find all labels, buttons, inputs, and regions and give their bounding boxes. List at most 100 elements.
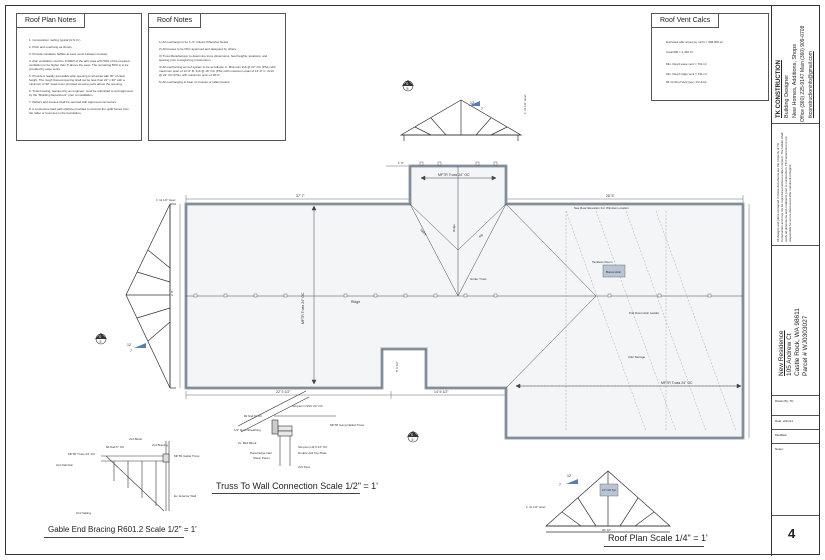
truss-span-label: 30' 10" — [602, 528, 611, 532]
ridge-upper-label: Ridge — [452, 224, 456, 232]
disclaimer-cell: All designs and plans contained in these… — [772, 124, 819, 246]
roof-vent — [223, 293, 228, 298]
section-marker-bottom: S 5 — [407, 431, 419, 443]
notes-cell: Notes: — [772, 444, 819, 516]
list-item: 96 in² Roof Vent (ea.) 13 Units — [666, 80, 707, 84]
list-item: 4. Attic ventilation must be 1/300th of … — [29, 59, 130, 71]
gable-label: Ex. Exterior Wall — [174, 494, 196, 498]
trusses-left-label: MFTR Truss 24" OC — [301, 292, 305, 324]
roof-vent — [437, 161, 442, 166]
gable-label: MFTR Gable Truss — [174, 454, 200, 458]
roof-vent — [343, 293, 348, 298]
list-item: Min. Req'd eave vent = 731 in² — [666, 62, 707, 66]
gable-label: 2x4 Bracing — [152, 443, 168, 447]
roof-plan-notes-title: Roof Plan Notes — [16, 13, 85, 28]
dim-bottom-left: 22' 3 1/2" — [276, 390, 291, 394]
connection-label: 2x6 Stud — [298, 465, 310, 469]
bonus-attic-label: Bonus Attic — [606, 270, 622, 274]
roof-vent — [253, 293, 258, 298]
connection-label: Panel Edge Nail — [250, 451, 272, 455]
upper-truss-heel-label: 1' 11 1/2" Heel — [523, 94, 527, 114]
vent-calcs-list: Enclosed attic area (sq. inch) = 308,000… — [666, 40, 766, 87]
tankless-label: Tankless Room — [592, 260, 613, 264]
roof-plan-caption-underline — [604, 546, 704, 547]
date-cell: Date: 2/21/21 — [772, 416, 819, 430]
list-item: 4) All overframing at roof system to be … — [159, 65, 276, 77]
services-label: New Homes, Additions, Shops — [792, 44, 798, 118]
connection-label: Simpson H2.5 24" OC — [298, 445, 328, 449]
list-item: 3. Provide insulation baffles at eave ve… — [29, 52, 108, 56]
connection-label: 8d Nail 6" OC — [244, 414, 263, 418]
disclaimer-text: All designs and plans contained in these… — [776, 132, 792, 242]
section-marker-letter: S — [411, 433, 414, 437]
roof-outline — [184, 164, 745, 440]
list-item: Enclosed attic area (sq. inch) = 308,000… — [666, 40, 724, 44]
upper-truss-elevation — [399, 99, 523, 141]
project-address: 105 Andrew Ct — [786, 333, 793, 376]
project-cell: New Residence 105 Andrew Ct Castle Rock,… — [772, 246, 819, 396]
project-title: New Residence — [778, 330, 785, 376]
bottom-truss-elevation — [545, 470, 671, 533]
valley-label: Valley — [419, 228, 428, 237]
roof-vent — [419, 161, 424, 166]
truss-box-label: 12" O/H Typ. — [602, 488, 617, 492]
drawn-by-cell: Drawn By: TK — [772, 396, 819, 416]
pitch-run: 12 — [470, 101, 474, 105]
list-item: 5. Provide a readily accessible attic op… — [29, 74, 125, 86]
connection-label: Simpson LSSU 24" OC — [292, 404, 324, 408]
dim-top-mid: 1' 6" — [398, 161, 404, 165]
company-name: TK CONSTRUCTION — [776, 60, 782, 118]
roof-vent — [607, 293, 612, 298]
roof-plan-caption: Roof Plan Scale 1/4" = 1' — [608, 533, 708, 543]
roof-plan-notes-list: 1. Composition roofing typical (U.N.O.).… — [29, 38, 133, 118]
roof-vent-calcs-panel: Roof Vent Calcs Enclosed attic area (sq.… — [651, 13, 769, 101]
trusses-top-label: MFTR Truss 24" OC — [438, 173, 470, 177]
plan-dimensions — [179, 165, 750, 438]
girder-truss-label: Girder Truss — [470, 277, 487, 281]
section-marker-number: 5 — [412, 438, 414, 442]
pitch-rise: 7 — [559, 483, 561, 487]
roof-vent — [193, 293, 198, 298]
roof-plan-drawing: 1' 11 1/2" Heel S 5 S 5 S 5 12 7 — [56, 80, 750, 533]
pitch-run: 12 — [567, 474, 571, 478]
sheet-number: 4 — [788, 526, 796, 541]
project-parcel: Parcel # WJ0303027 — [802, 315, 809, 376]
dim-bottom-mid: 14' 5 1/2" — [434, 390, 449, 394]
connection-label: Double 2x6 Top Plate — [298, 451, 327, 455]
list-item: 5) All overhanging to bear on trusses or… — [159, 80, 231, 84]
list-item: Min. Req'd ridge vent = 731 in² — [666, 72, 707, 76]
left-truss-heel-label: 1' 11 1/2" Heel — [156, 198, 176, 202]
dim-left: 2' 8" — [170, 290, 174, 296]
roof-vent — [493, 161, 498, 166]
section-marker-left: S 5 — [95, 333, 107, 345]
roof-notes-title: Roof Notes — [148, 13, 202, 28]
truss-direction-arrows — [311, 175, 742, 389]
list-item: 2. Pitch and overhang as shown. — [29, 45, 73, 49]
roof-notes-list: 1) All overhangs to be 1'-3" Unless Othe… — [159, 40, 277, 87]
roof-vent — [283, 293, 288, 298]
project-city: Castle Rock, WA 98611 — [794, 308, 801, 376]
roof-vent — [493, 293, 498, 298]
section-marker-letter: S — [406, 82, 409, 86]
pitch-indicator-bottom: 12 7 — [559, 474, 578, 487]
modified-cell: Modified: — [772, 430, 819, 444]
list-item: 6. Truss bracing, stamped by an engineer… — [29, 89, 133, 97]
sheet-number-cell: 4 — [772, 516, 819, 556]
connection-label: 2x. Bird Block — [238, 441, 257, 445]
roof-plan-notes-panel: Roof Plan Notes 1. Composition roofing t… — [16, 13, 142, 141]
attic-ladder-label: Pull Down Attic Ladder — [629, 311, 659, 315]
truss-box — [599, 483, 619, 497]
section-marker-top: S 5 — [402, 80, 414, 92]
roof-vent — [463, 293, 468, 298]
gable-end-caption: Gable End Bracing R601.2 Scale 1/2" = 1' — [48, 525, 197, 534]
ridge-label: Ridge — [351, 300, 360, 304]
pitch-rise: 7 — [481, 107, 483, 111]
gable-label: 8d Nail 6" OC — [106, 445, 125, 449]
trusses-right-label: MFTR Truss 24" OC — [661, 381, 693, 385]
dim-top-right: 28' 5" — [606, 194, 615, 198]
truss-wall-caption: Truss To Wall Connection Scale 1/2" = 1' — [216, 481, 378, 491]
pitch-indicator-left: 12 7 — [127, 343, 146, 353]
roof-vent — [403, 293, 408, 298]
section-marker-number: 5 — [100, 340, 102, 344]
list-item: Area/300 = 1,462 in² — [666, 50, 694, 54]
